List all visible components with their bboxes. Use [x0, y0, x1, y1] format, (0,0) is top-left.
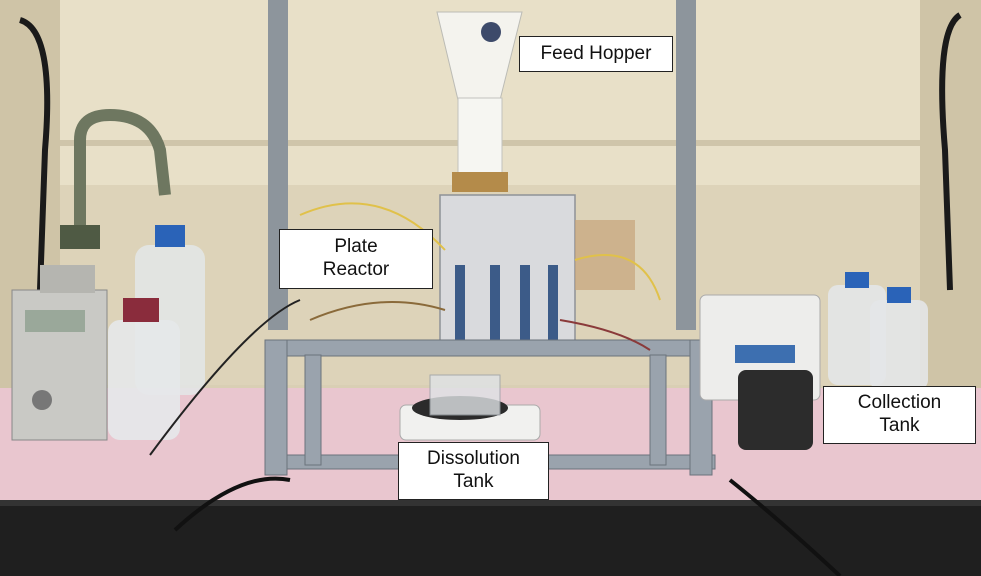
support-rod-right [676, 0, 696, 330]
collection-tank-label: Collection Tank [823, 386, 976, 444]
plate-reactor-text-line2: Reactor [322, 259, 390, 280]
collection-tank-text-line2: Tank [879, 415, 920, 436]
faucet [74, 108, 171, 245]
feed-hopper-funnel [436, 11, 523, 192]
plate-reactor-text-line1: Plate [334, 236, 378, 258]
dissolution-beaker [429, 374, 501, 416]
collection-tank-text-line1: Collection [857, 392, 942, 414]
dissolution-tank-label: Dissolution Tank [398, 442, 549, 500]
feed-hopper-text: Feed Hopper [540, 42, 652, 64]
plate-reactor-assembly [439, 194, 635, 346]
reagent-bottles-right [828, 272, 928, 390]
lab-bench [0, 500, 981, 576]
syringe-pump [11, 265, 108, 441]
dissolution-tank-text-line2: Tank [453, 471, 494, 492]
reagent-bottles-left [108, 225, 205, 440]
feed-hopper-label: Feed Hopper [519, 36, 673, 72]
plate-reactor-label: Plate Reactor [279, 229, 433, 289]
dissolution-tank-text-line1: Dissolution [427, 448, 520, 470]
peristaltic-pump [699, 294, 821, 450]
